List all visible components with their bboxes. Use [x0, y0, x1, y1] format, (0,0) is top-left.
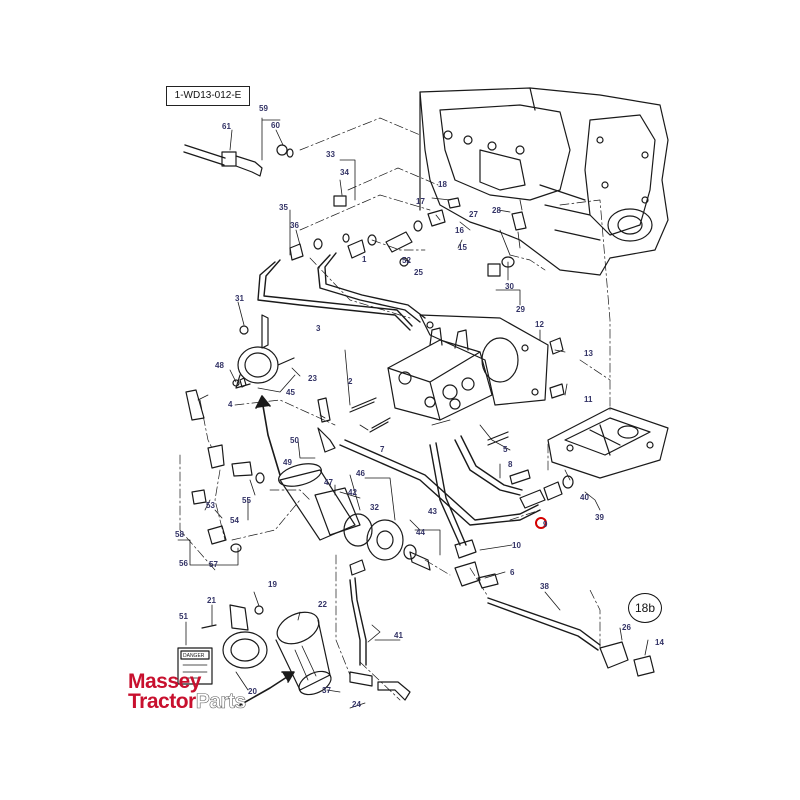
warning-decal: [177, 647, 213, 685]
dash-dot-lines: [179, 117, 611, 701]
part-label-22: 22: [318, 600, 327, 609]
part-label-18: 18: [438, 180, 447, 189]
part-label-57: 57: [209, 560, 218, 569]
part-label-44: 44: [416, 528, 425, 537]
part-label-54: 54: [230, 516, 239, 525]
diagram-reference: 1-WD13-012-E: [166, 86, 250, 106]
part-label-16: 16: [455, 226, 464, 235]
part-label-8: 8: [508, 460, 513, 469]
part-label-43: 43: [428, 507, 437, 516]
pipes: [183, 144, 601, 666]
part-label-55: 55: [242, 496, 251, 505]
fittings: [185, 144, 655, 701]
arrow-to-clamp: [255, 395, 281, 476]
part-label-59: 59: [259, 104, 268, 113]
part-label-58: 58: [175, 530, 184, 539]
part-label-42: 42: [348, 488, 357, 497]
part-label-4: 4: [228, 400, 233, 409]
part-label-40: 40: [580, 493, 589, 502]
part-label-13: 13: [584, 349, 593, 358]
part-label-47: 47: [324, 478, 333, 487]
part-label-9: 9: [543, 520, 548, 529]
part-label-35: 35: [279, 203, 288, 212]
part-label-7: 7: [380, 445, 385, 454]
part-label-12: 12: [535, 320, 544, 329]
part-label-38: 38: [540, 582, 549, 591]
part-label-15: 15: [458, 243, 467, 252]
part-label-28: 28: [492, 206, 501, 215]
watermark-line2-a: Tractor: [128, 690, 196, 713]
part-label-53: 53: [206, 501, 215, 510]
part-label-2: 2: [348, 377, 353, 386]
part-label-10: 10: [512, 541, 521, 550]
part-label-34: 34: [340, 168, 349, 177]
transmission-housing: [419, 87, 669, 276]
part-label-30: 30: [505, 282, 514, 291]
part-label-60: 60: [271, 121, 280, 130]
part-label-3: 3: [316, 324, 321, 333]
accumulator-canister: [275, 611, 332, 696]
part-label-31: 31: [235, 294, 244, 303]
part-label-6: 6: [510, 568, 515, 577]
part-label-23: 23: [308, 374, 317, 383]
part-label-5: 5: [503, 445, 508, 454]
clamp-bracket-lower: [222, 604, 268, 669]
arrow-to-canister: [239, 671, 295, 706]
part-label-50: 50: [290, 436, 299, 445]
part-label-37: 37: [322, 686, 331, 695]
part-label-45: 45: [286, 388, 295, 397]
part-label-29: 29: [516, 305, 525, 314]
part-label-52: 52: [402, 256, 411, 265]
part-label-25: 25: [414, 268, 423, 277]
part-label-21: 21: [207, 596, 216, 605]
part-label-56: 56: [179, 559, 188, 568]
part-label-33: 33: [326, 150, 335, 159]
part-label-27: 27: [469, 210, 478, 219]
part-label-48: 48: [215, 361, 224, 370]
filter-assembly: [277, 463, 417, 561]
view-callout: 18b: [628, 593, 662, 623]
part-label-14: 14: [655, 638, 664, 647]
highlight-marker: [535, 517, 547, 529]
part-label-20: 20: [248, 687, 257, 696]
leader-lines: [177, 117, 649, 709]
watermark-line2: TractorParts: [128, 690, 247, 714]
part-label-32: 32: [370, 503, 379, 512]
part-label-11: 11: [584, 395, 593, 404]
part-label-17: 17: [416, 197, 425, 206]
part-label-24: 24: [352, 700, 361, 709]
part-label-61: 61: [222, 122, 231, 131]
part-label-46: 46: [356, 469, 365, 478]
part-label-51: 51: [179, 612, 188, 621]
watermark-line2-b: Parts: [195, 690, 246, 714]
part-label-39: 39: [595, 513, 604, 522]
part-label-49: 49: [283, 458, 292, 467]
part-label-41: 41: [394, 631, 403, 640]
part-label-36: 36: [290, 221, 299, 230]
valve-block: [387, 314, 549, 421]
part-label-19: 19: [268, 580, 277, 589]
top-cover-plate: [547, 407, 669, 479]
watermark-line1: Massey: [128, 670, 201, 693]
part-label-1: 1: [362, 255, 367, 264]
part-label-26: 26: [622, 623, 631, 632]
